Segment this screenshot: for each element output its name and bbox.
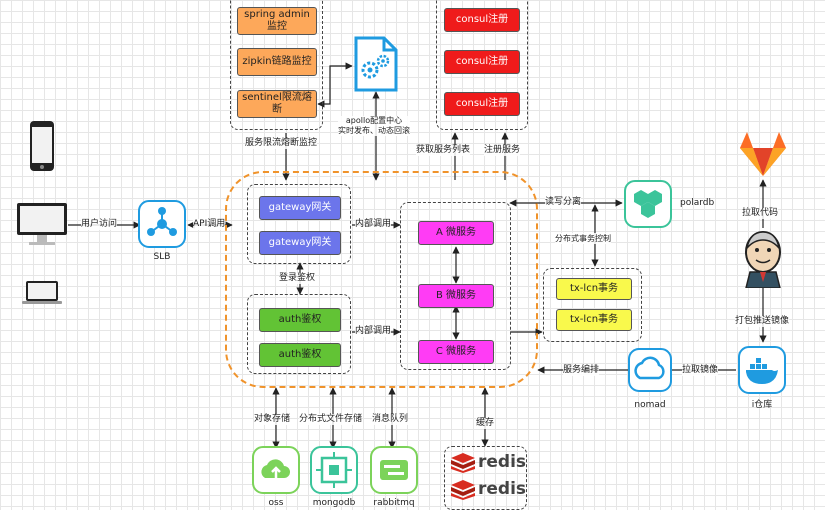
sentinel-box: sentinel限流熔断	[237, 90, 317, 118]
apollo-label: apollo配置中心 实时发布、动态回滚	[338, 116, 410, 136]
internal-call-1-label: 内部调用	[355, 219, 392, 230]
auth-group	[247, 294, 351, 374]
laptop-icon	[22, 281, 62, 304]
config-link	[317, 62, 353, 108]
api-call-label: API调用	[193, 219, 226, 230]
service-c-box: C 微服务	[418, 340, 494, 364]
tx-box-1: tx-lcn事务	[556, 278, 632, 300]
redis-icon-1	[451, 453, 475, 473]
service-a-box: A 微服务	[418, 221, 494, 245]
gateway-group	[247, 184, 351, 264]
slb-label: SLB	[153, 252, 171, 262]
register-label: 注册服务	[484, 145, 521, 156]
spring-admin-box: spring admin 监控	[237, 7, 317, 35]
mongodb-icon	[310, 446, 358, 494]
get-services-label: 获取服务列表	[416, 145, 471, 156]
pull-code-label: 拉取代码	[742, 208, 779, 219]
dist-tx-label: 分布式事务控制	[555, 233, 611, 244]
rw-split-label: 读写分离	[545, 197, 582, 208]
polardb-label: polardb	[680, 198, 715, 208]
polardb-icon	[624, 180, 672, 228]
login-auth-label: 登录鉴权	[279, 273, 316, 284]
rabbitmq-label: rabbitmq	[373, 498, 415, 508]
auth-box-1: auth鉴权	[259, 308, 341, 332]
consul-box-2: consul注册	[444, 50, 520, 74]
registry-label: i仓库	[751, 400, 773, 410]
user-access-label: 用户访问	[81, 219, 118, 230]
consul-box-1: consul注册	[444, 8, 520, 32]
redis-icon-2	[451, 480, 475, 500]
oss-icon	[252, 446, 300, 494]
object-storage-label: 对象存储	[254, 414, 291, 425]
image-registry-icon	[738, 346, 786, 394]
internal-call-2-label: 内部调用	[355, 326, 392, 337]
dfs-label: 分布式文件存储	[299, 414, 363, 425]
mobile-phone-icon	[30, 121, 54, 171]
service-b-box: B 微服务	[418, 284, 494, 308]
redis-label-2: redis	[478, 479, 527, 499]
oss-label: oss	[268, 498, 284, 508]
monitor-group	[230, 0, 323, 130]
consul-box-3: consul注册	[444, 92, 520, 116]
mq-label: 消息队列	[372, 414, 409, 425]
orchestrate-label: 服务编排	[563, 365, 600, 376]
redis-label-1: redis	[478, 452, 527, 472]
microservice-cluster	[225, 171, 538, 388]
gitlab-icon	[740, 132, 786, 176]
cache-label: 缓存	[476, 418, 495, 429]
pull-image-label: 拉取镜像	[682, 365, 719, 376]
nomad-icon	[628, 348, 672, 392]
gateway-box-2: gateway网关	[259, 231, 341, 255]
jenkins-icon	[745, 231, 781, 288]
gateway-box-1: gateway网关	[259, 196, 341, 220]
nomad-label: nomad	[634, 400, 666, 410]
consul-group	[436, 0, 528, 130]
config-file-icon	[354, 36, 398, 92]
auth-box-2: auth鉴权	[259, 343, 341, 367]
tx-box-2: tx-lcn事务	[556, 309, 632, 331]
monitor-label: 服务限流熔断监控	[245, 138, 318, 149]
rabbitmq-icon	[370, 446, 418, 494]
tx-group	[543, 268, 642, 342]
slb-icon	[138, 200, 186, 248]
service-group	[400, 202, 511, 370]
package-push-label: 打包推送镜像	[735, 316, 790, 327]
desktop-monitor-icon	[17, 203, 67, 245]
zipkin-box: zipkin链路监控	[237, 48, 317, 76]
mongodb-label: mongodb	[312, 498, 356, 508]
